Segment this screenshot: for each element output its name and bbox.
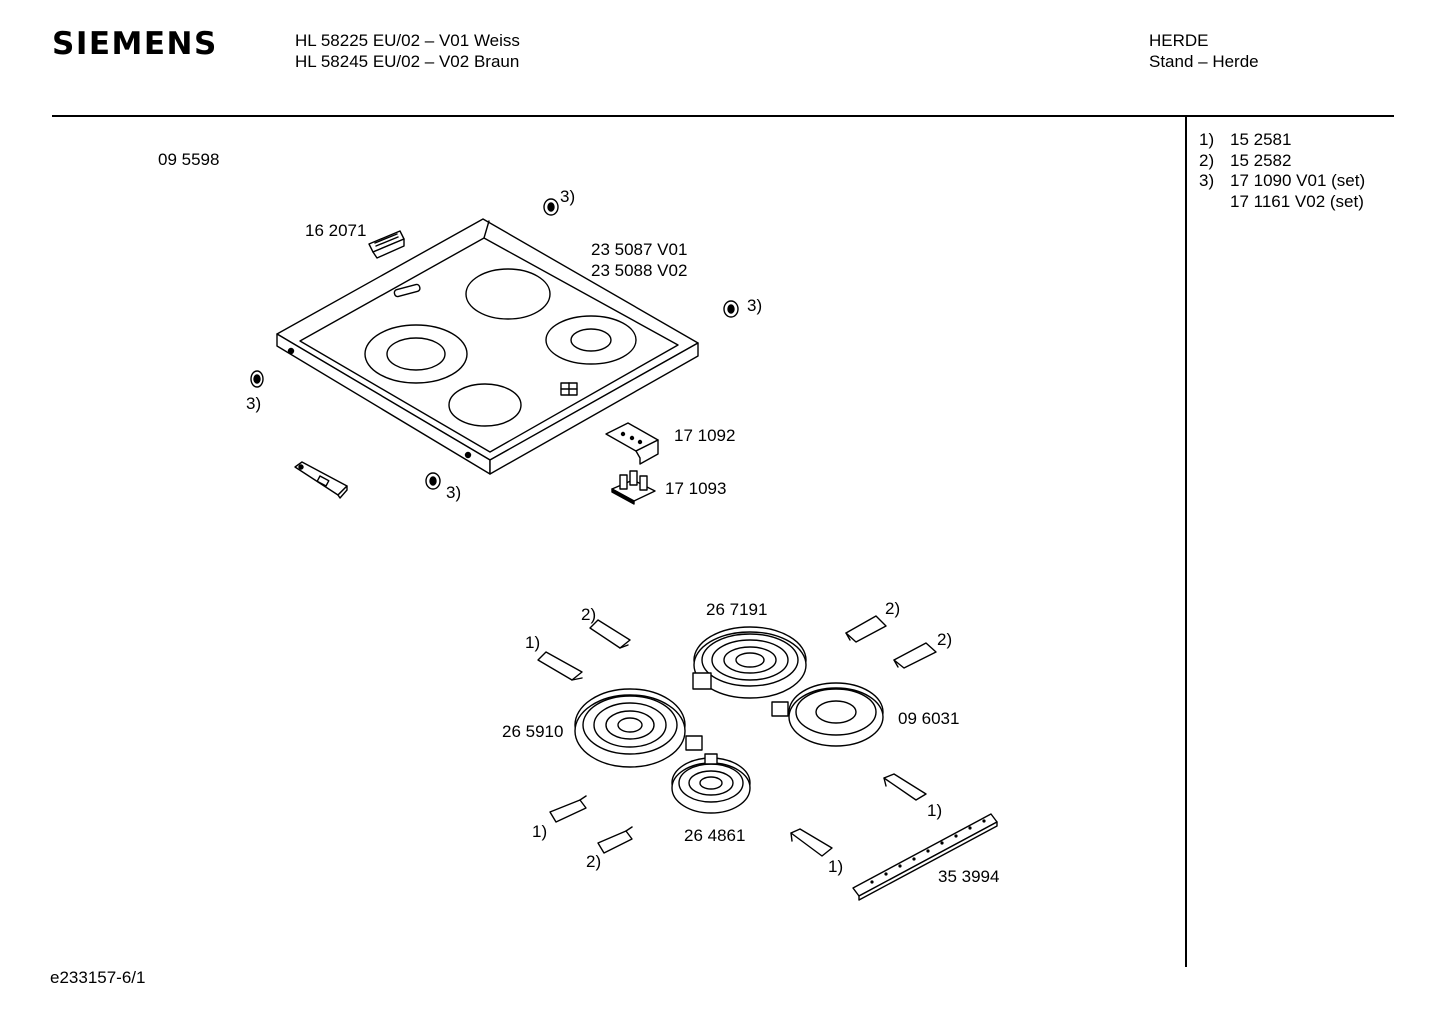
reference-marker: 1): [927, 801, 943, 820]
reference-marker: 3): [246, 394, 262, 413]
category-block: HERDE Stand – Herde: [1149, 30, 1259, 72]
reference-marker: 3): [560, 187, 576, 206]
hinge-icon: [294, 461, 348, 499]
part-label-heater-top: 26 7191: [706, 600, 768, 619]
cooking-zone-icon: [465, 268, 551, 320]
clip-icon: [549, 795, 587, 823]
part-label-glass-v02: 23 5088 V02: [591, 261, 688, 280]
part-label-bracket: 16 2071: [305, 221, 367, 240]
part-label-heater-right: 09 6031: [898, 709, 960, 728]
radiant-heater-icon: [771, 682, 884, 747]
clip-icon: [790, 828, 833, 857]
brand-logo: SIEMENS: [52, 26, 218, 62]
legend-row: 17 1161 V02 (set): [1230, 191, 1364, 211]
part-label-rail: 35 3994: [938, 867, 1000, 886]
clip-icon: [883, 773, 927, 801]
mounting-rail-icon: [852, 813, 998, 901]
model-list: HL 58225 EU/02 – V01 Weiss HL 58245 EU/0…: [295, 30, 520, 72]
parts-legend: 1)15 2581 2)15 2582 3)17 1090 V01 (set) …: [1199, 130, 1365, 212]
cooktop-frame: [276, 218, 699, 475]
reference-marker: 3): [446, 483, 462, 502]
grommet-icon: [543, 198, 559, 216]
legend-row: 2)15 2582: [1199, 150, 1292, 170]
legend-divider: [1185, 117, 1187, 967]
clip-icon: [845, 615, 887, 643]
clip-icon: [597, 826, 633, 854]
reference-marker: 1): [525, 633, 541, 652]
bracket-icon: [368, 230, 405, 259]
radiant-heater-icon: [574, 688, 703, 768]
radiant-heater-icon: [671, 753, 751, 814]
reference-marker: 2): [586, 852, 602, 871]
cooking-zone-icon: [545, 315, 637, 365]
part-label-plate: 17 1092: [674, 426, 736, 445]
reference-marker: 2): [581, 605, 597, 624]
clip-icon: [537, 651, 583, 681]
mounting-plate-icon: [605, 422, 659, 465]
terminal-block-icon: [611, 470, 656, 505]
glass-panel: [299, 237, 679, 453]
part-label-block: 17 1093: [665, 479, 727, 498]
reference-marker: 1): [532, 822, 548, 841]
part-label-heater-left: 26 5910: [502, 722, 564, 741]
part-label-glass-v01: 23 5087 V01: [591, 240, 688, 259]
legend-row: 1)15 2581: [1199, 130, 1292, 149]
header-divider: [52, 115, 1394, 117]
grommet-icon: [425, 472, 441, 490]
radiant-heater-icon: [692, 626, 807, 699]
model-line-1: HL 58225 EU/02 – V01 Weiss: [295, 31, 520, 50]
document-id: e233157-6/1: [50, 968, 146, 987]
cooking-zone-icon: [448, 383, 522, 427]
reference-marker: 3): [747, 296, 763, 315]
legend-row: 3)17 1090 V01 (set): [1199, 171, 1366, 190]
grommet-icon: [250, 370, 264, 388]
model-line-2: HL 58245 EU/02 – V02 Braun: [295, 52, 520, 71]
category-line-1: HERDE: [1149, 31, 1209, 50]
clip-icon: [589, 619, 631, 649]
grommet-icon: [723, 300, 739, 318]
reference-marker: 2): [937, 630, 953, 649]
reference-marker: 2): [885, 599, 901, 618]
cooking-zone-icon: [364, 324, 468, 384]
clip-icon: [893, 642, 937, 669]
category-line-2: Stand – Herde: [1149, 52, 1259, 71]
part-label-heater-bottom: 26 4861: [684, 826, 746, 845]
reference-marker: 1): [828, 857, 844, 876]
part-label-frame: 09 5598: [158, 150, 220, 169]
